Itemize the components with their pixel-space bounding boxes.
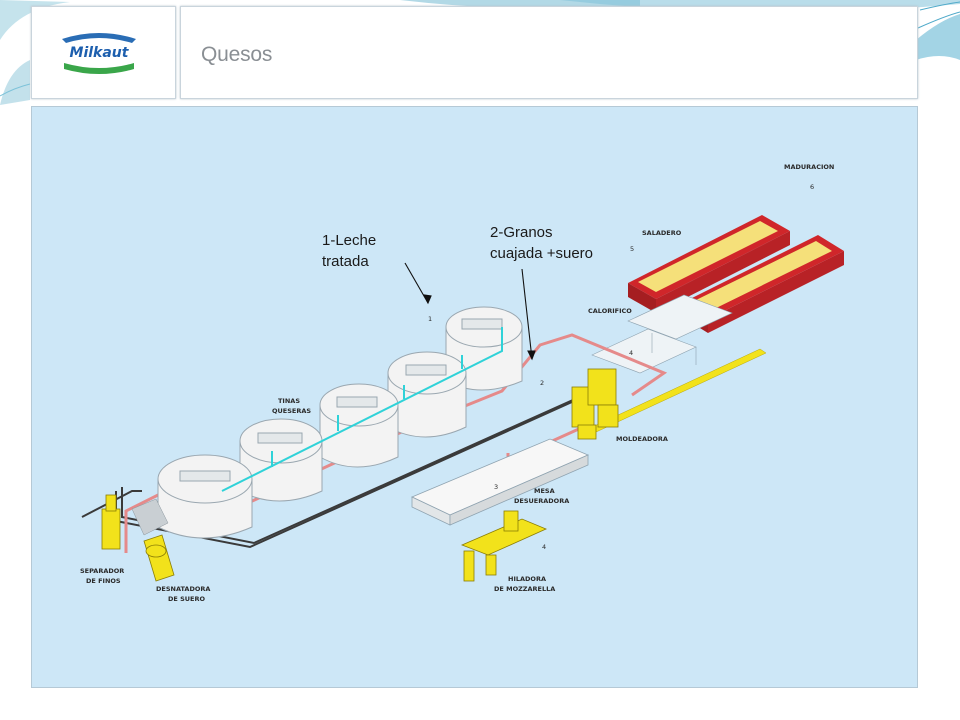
calorifico-racks <box>591 294 733 374</box>
arrow-granos <box>521 268 533 360</box>
label-separador-2: DE FINOS <box>86 577 121 585</box>
label-mesa-1: MESA <box>534 487 555 495</box>
number-3: 3 <box>494 483 498 491</box>
cheese-plant-illustration: MADURACION 6 SALADERO 5 CALORIFICO 4 1 2… <box>80 163 844 603</box>
title-card: Quesos <box>180 6 918 99</box>
logo-card: Milkaut <box>31 6 176 99</box>
arrow-granos-head <box>527 350 536 361</box>
number-4b: 4 <box>542 543 546 551</box>
vat-1 <box>157 454 253 539</box>
separador-desnatadora <box>101 494 175 582</box>
label-separador-1: SEPARADOR <box>80 567 124 575</box>
label-saladero: SALADERO <box>642 229 682 237</box>
hiladora-machine <box>460 510 548 582</box>
annotation-granos: 2-Granos cuajada +suero <box>490 222 593 264</box>
number-6: 6 <box>810 183 814 191</box>
label-mesa-2: DESUERADORA <box>514 497 569 505</box>
label-maduracion: MADURACION <box>784 163 834 171</box>
label-hiladora-2: DE MOZZARELLA <box>494 585 555 593</box>
label-desnatadora-2: DE SUERO <box>168 595 206 603</box>
annotation-leche-line2: tratada <box>322 253 369 270</box>
moldeadora-machine <box>571 368 619 440</box>
brand-logo-text: Milkaut <box>70 45 130 61</box>
vat-3 <box>319 383 399 468</box>
mesa-desueradora <box>411 438 590 526</box>
label-tinas-1: TINAS <box>278 397 300 405</box>
annotation-leche-line1: 1-Leche <box>322 232 377 249</box>
label-tinas-2: QUESERAS <box>272 407 311 415</box>
number-2: 2 <box>540 379 544 387</box>
label-desnatadora-1: DESNATADORA <box>156 585 210 593</box>
number-1: 1 <box>428 315 432 323</box>
page-title: Quesos <box>201 43 273 66</box>
arrow-leche-head <box>423 294 432 305</box>
number-5: 5 <box>630 245 634 253</box>
label-calorifico: CALORIFICO <box>588 307 632 315</box>
label-hiladora-1: HILADORA <box>508 575 546 583</box>
vat-4 <box>387 351 467 438</box>
annotation-leche: 1-Leche tratada <box>322 230 376 272</box>
number-4a: 4 <box>629 349 633 357</box>
vat-2 <box>239 418 323 502</box>
stairs <box>131 498 169 536</box>
pipe-cyan <box>221 327 503 492</box>
annotation-granos-line1: 2-Granos <box>490 224 553 241</box>
process-diagram: MADURACION 6 SALADERO 5 CALORIFICO 4 1 2… <box>31 106 918 688</box>
milkaut-logo: Milkaut <box>62 33 136 74</box>
label-moldeadora: MOLDEADORA <box>616 435 668 443</box>
annotation-arrows <box>404 262 536 361</box>
annotation-granos-line2: cuajada +suero <box>490 245 593 262</box>
